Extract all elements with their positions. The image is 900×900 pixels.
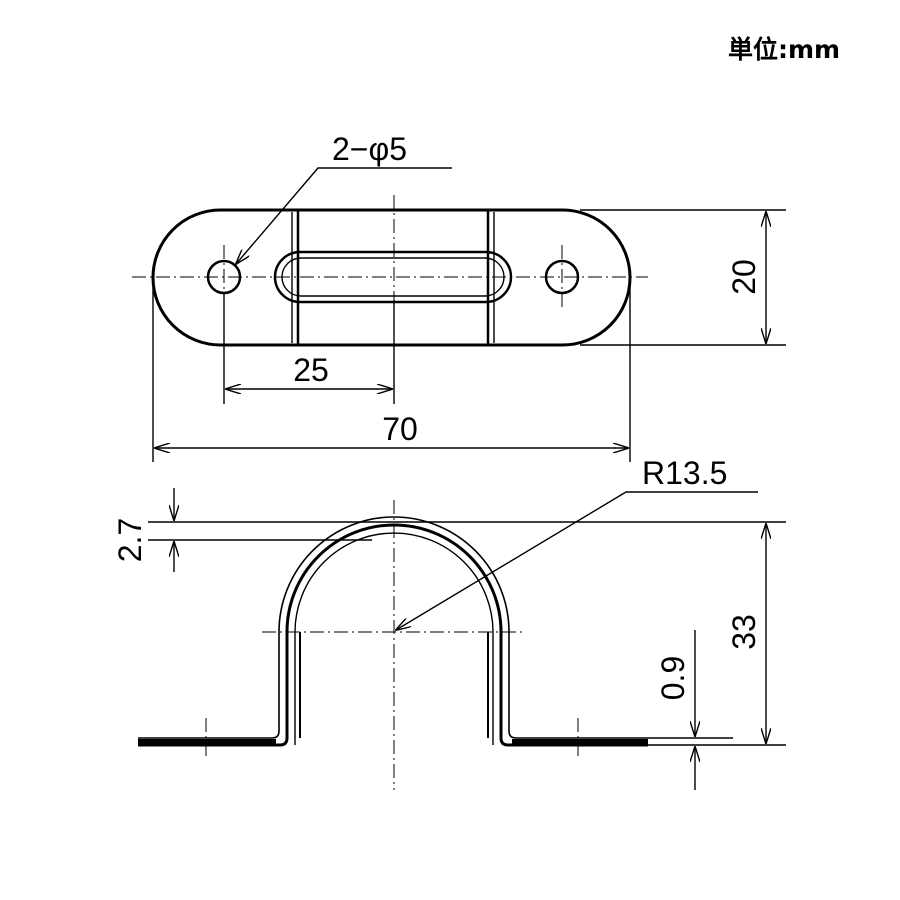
saddle-profile-inner	[138, 516, 648, 739]
thickness-bottom-text: 0.9	[655, 656, 691, 700]
top-view: 2−φ5 20 25 70	[132, 131, 786, 462]
height-dimension-text: 20	[726, 259, 762, 295]
saddle-profile-outer	[138, 523, 648, 747]
unit-label: 単位:mm	[728, 35, 841, 64]
side-view: R13.5 2.7 33 0.9	[112, 455, 786, 790]
hole-leader	[236, 167, 452, 264]
thickness-top-text: 2.7	[112, 518, 148, 562]
hole-center-dimension-text: 25	[293, 352, 329, 388]
hole-dimension-text: 2−φ5	[332, 131, 407, 167]
radius-leader	[396, 491, 758, 630]
overall-length-dimension-text: 70	[382, 411, 418, 447]
overall-height-text: 33	[726, 614, 762, 650]
radius-dimension-text: R13.5	[642, 455, 727, 491]
